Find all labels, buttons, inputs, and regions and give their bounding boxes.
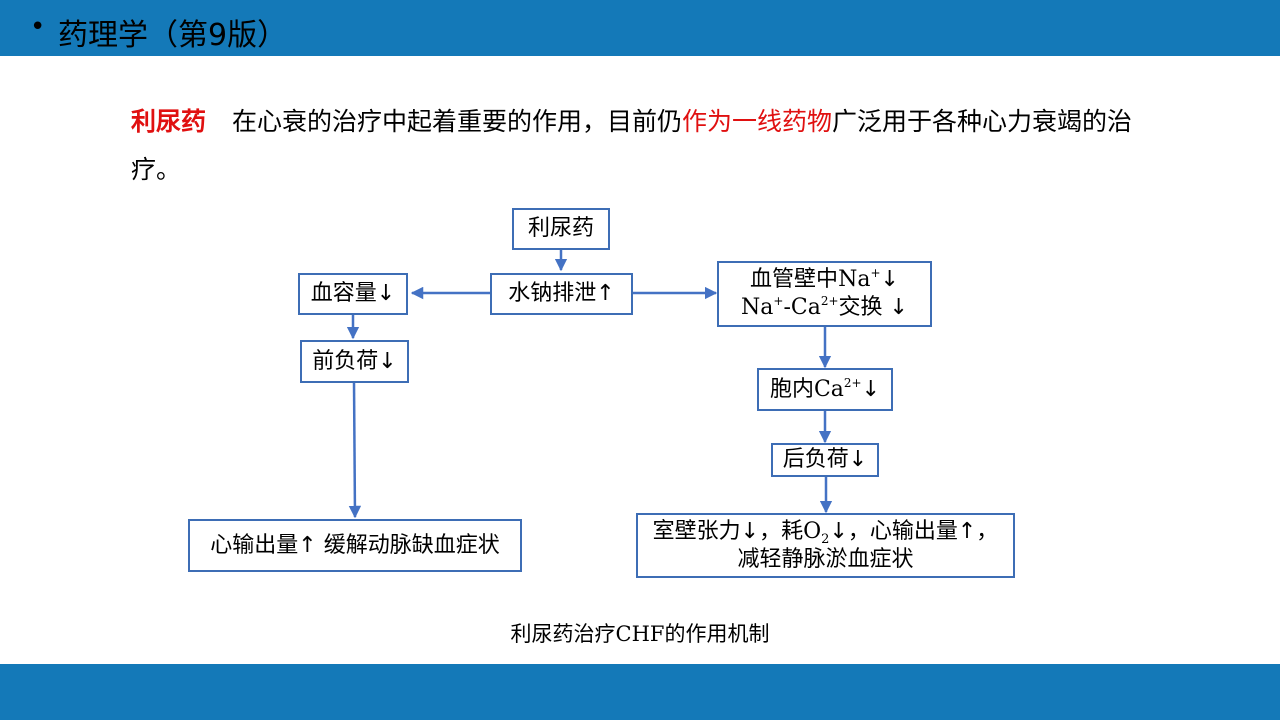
box-intracellular-calcium: 胞内Ca2+↓ [757, 368, 893, 411]
box-preload: 前负荷↓ [300, 340, 409, 383]
intro-highlight: 作为一线药物 [682, 107, 833, 136]
footer-bar [0, 664, 1280, 720]
bullet-icon: • [30, 12, 46, 42]
box-left-result: 心输出量↑ 缓解动脉缺血症状 [188, 519, 522, 572]
page-title: 药理学（第9版） [58, 18, 288, 53]
intracellular-line: 胞内Ca2+↓ [769, 375, 881, 402]
vessel-line-1: 血管壁中Na+↓ [750, 266, 899, 292]
arrow-preload-to-left-result [348, 381, 362, 519]
box-blood-volume: 血容量↓ [298, 273, 408, 315]
box-vessel-wall: 血管壁中Na+↓ Na+-Ca2+交换 ↓ [717, 261, 932, 327]
box-afterload-label: 后负荷↓ [782, 447, 868, 472]
right-result-line-1: 室壁张力↓，耗O2↓，心输出量↑， [652, 518, 999, 547]
box-water-sodium-excretion: 水钠排泄↑ [490, 273, 633, 315]
intro-paragraph: 利尿药在心衰的治疗中起着重要的作用，目前仍作为一线药物广泛用于各种心力衰竭的治疗… [131, 98, 1141, 194]
intro-text-after: 广泛用于各种心力衰竭的治疗。 [131, 107, 1133, 184]
box-left-result-label: 心输出量↑ 缓解动脉缺血症状 [210, 532, 500, 558]
box-blood-volume-label: 血容量↓ [310, 281, 396, 306]
diagram-caption: 利尿药治疗CHF的作用机制 [510, 622, 770, 646]
intro-keyword: 利尿药 [131, 107, 207, 136]
right-result-line-2: 减轻静脉淤血症状 [737, 546, 914, 572]
box-right-result: 室壁张力↓，耗O2↓，心输出量↑， 减轻静脉淤血症状 [636, 513, 1015, 578]
box-diuretic-label: 利尿药 [527, 216, 594, 241]
box-preload-label: 前负荷↓ [312, 348, 397, 374]
box-water-sodium-label: 水钠排泄↑ [508, 281, 615, 306]
box-afterload: 后负荷↓ [771, 443, 879, 477]
vessel-line-2: Na+-Ca2+交换 ↓ [741, 294, 908, 320]
header-bar: • 药理学（第9版） [0, 0, 1280, 56]
intro-text-before: 在心衰的治疗中起着重要的作用，目前仍 [232, 107, 683, 136]
box-diuretic: 利尿药 [512, 208, 610, 250]
